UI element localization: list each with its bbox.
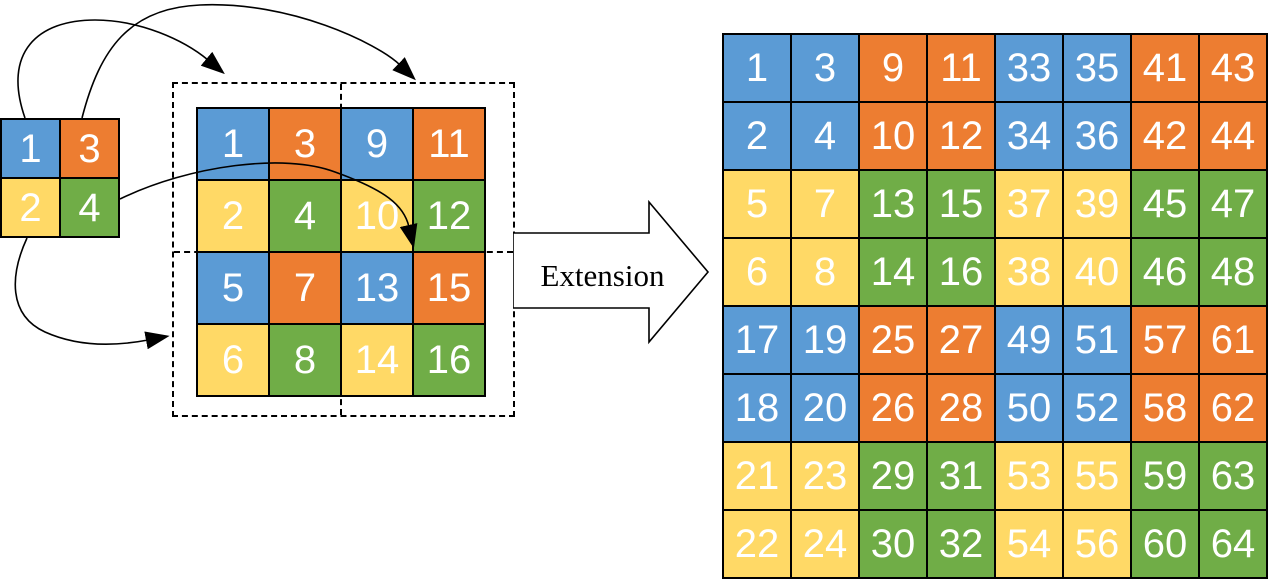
extended-grid-cell: 39 bbox=[1064, 171, 1130, 237]
extended-grid-cell: 46 bbox=[1132, 239, 1198, 305]
extended-grid-cell: 14 bbox=[860, 239, 926, 305]
extended-grid-cell: 44 bbox=[1200, 103, 1266, 169]
extended-grid-cell: 21 bbox=[724, 443, 790, 509]
intermediate-grid-cell: 16 bbox=[414, 325, 484, 395]
extended-grid-cell: 25 bbox=[860, 307, 926, 373]
intermediate-grid-cell: 11 bbox=[414, 109, 484, 179]
extended-grid-cell: 56 bbox=[1064, 511, 1130, 577]
extended-grid-cell: 26 bbox=[860, 375, 926, 441]
seed-grid-cell: 2 bbox=[2, 179, 59, 236]
extended-grid-cell: 43 bbox=[1200, 35, 1266, 101]
extended-grid-cell: 60 bbox=[1132, 511, 1198, 577]
extended-grid-cell: 24 bbox=[792, 511, 858, 577]
extended-grid-cell: 52 bbox=[1064, 375, 1130, 441]
extended-grid-cell: 36 bbox=[1064, 103, 1130, 169]
extended-grid-cell: 12 bbox=[928, 103, 994, 169]
intermediate-grid-cell: 15 bbox=[414, 253, 484, 323]
extended-grid-cell: 50 bbox=[996, 375, 1062, 441]
extended-grid-cell: 28 bbox=[928, 375, 994, 441]
extended-grid-cell: 62 bbox=[1200, 375, 1266, 441]
extended-grid-cell: 2 bbox=[724, 103, 790, 169]
seed-grid-cell: 3 bbox=[61, 120, 118, 177]
intermediate-grid-cell: 7 bbox=[270, 253, 340, 323]
extended-grid-cell: 57 bbox=[1132, 307, 1198, 373]
extended-grid-cell: 27 bbox=[928, 307, 994, 373]
extended-grid-cell: 7 bbox=[792, 171, 858, 237]
extended-grid-cell: 29 bbox=[860, 443, 926, 509]
extended-grid-cell: 17 bbox=[724, 307, 790, 373]
intermediate-grid-cell: 1 bbox=[198, 109, 268, 179]
seed-to-bottom-left-quadrant-arrow bbox=[14, 237, 170, 350]
seed-grid-cell: 1 bbox=[2, 120, 59, 177]
intermediate-grid-cell: 3 bbox=[270, 109, 340, 179]
intermediate-grid-cell: 12 bbox=[414, 181, 484, 251]
intermediate-grid-cell: 13 bbox=[342, 253, 412, 323]
extended-grid-cell: 20 bbox=[792, 375, 858, 441]
extended-grid-cell: 13 bbox=[860, 171, 926, 237]
intermediate-grid-cell: 8 bbox=[270, 325, 340, 395]
extended-grid-cell: 40 bbox=[1064, 239, 1130, 305]
extended-grid-cell: 35 bbox=[1064, 35, 1130, 101]
extended-grid-cell: 64 bbox=[1200, 511, 1266, 577]
intermediate-grid-cell: 4 bbox=[270, 181, 340, 251]
extended-grid-cell: 45 bbox=[1132, 171, 1198, 237]
extended-grid-cell: 15 bbox=[928, 171, 994, 237]
extended-grid-cell: 53 bbox=[996, 443, 1062, 509]
extended-grid-cell: 32 bbox=[928, 511, 994, 577]
extended-grid-cell: 49 bbox=[996, 307, 1062, 373]
seed-grid-cell: 4 bbox=[61, 179, 118, 236]
extended-grid-cell: 31 bbox=[928, 443, 994, 509]
extended-grid-cell: 33 bbox=[996, 35, 1062, 101]
extended-grid-cell: 19 bbox=[792, 307, 858, 373]
extended-grid-cell: 48 bbox=[1200, 239, 1266, 305]
extended-grid-cell: 4 bbox=[792, 103, 858, 169]
intermediate-grid-cell: 2 bbox=[198, 181, 268, 251]
extended-grid-cell: 18 bbox=[724, 375, 790, 441]
extended-grid-cell: 16 bbox=[928, 239, 994, 305]
extended-grid-cell: 9 bbox=[860, 35, 926, 101]
extension-label: Extension bbox=[540, 258, 665, 293]
extended-grid-cell: 3 bbox=[792, 35, 858, 101]
intermediate-grid-cell: 10 bbox=[342, 181, 412, 251]
extended-grid-cell: 42 bbox=[1132, 103, 1198, 169]
extended-grid-cell: 6 bbox=[724, 239, 790, 305]
extension-block-arrow-icon bbox=[513, 200, 710, 345]
extended-grid-cell: 54 bbox=[996, 511, 1062, 577]
extended-grid-cell: 55 bbox=[1064, 443, 1130, 509]
extended-grid-cell: 38 bbox=[996, 239, 1062, 305]
extended-grid-cell: 11 bbox=[928, 35, 994, 101]
intermediate-grid-cell: 6 bbox=[198, 325, 268, 395]
extended-grid-cell: 10 bbox=[860, 103, 926, 169]
extended-grid-cell: 51 bbox=[1064, 307, 1130, 373]
extended-grid-cell: 59 bbox=[1132, 443, 1198, 509]
extended-grid-cell: 23 bbox=[792, 443, 858, 509]
extended-grid-cell: 34 bbox=[996, 103, 1062, 169]
extended-grid-cell: 5 bbox=[724, 171, 790, 237]
extended-grid-cell: 30 bbox=[860, 511, 926, 577]
extended-grid-cell: 41 bbox=[1132, 35, 1198, 101]
extended-grid-cell: 63 bbox=[1200, 443, 1266, 509]
extended-grid-cell: 61 bbox=[1200, 307, 1266, 373]
intermediate-grid-cell: 5 bbox=[198, 253, 268, 323]
extended-grid-cell: 47 bbox=[1200, 171, 1266, 237]
intermediate-grid-cell: 9 bbox=[342, 109, 412, 179]
extended-grid-cell: 58 bbox=[1132, 375, 1198, 441]
extended-grid-cell: 37 bbox=[996, 171, 1062, 237]
intermediate-grid-cell: 14 bbox=[342, 325, 412, 395]
extended-grid-cell: 22 bbox=[724, 511, 790, 577]
extension-arrow: Extension bbox=[513, 200, 713, 346]
extended-grid-cell: 1 bbox=[724, 35, 790, 101]
extended-grid-cell: 8 bbox=[792, 239, 858, 305]
